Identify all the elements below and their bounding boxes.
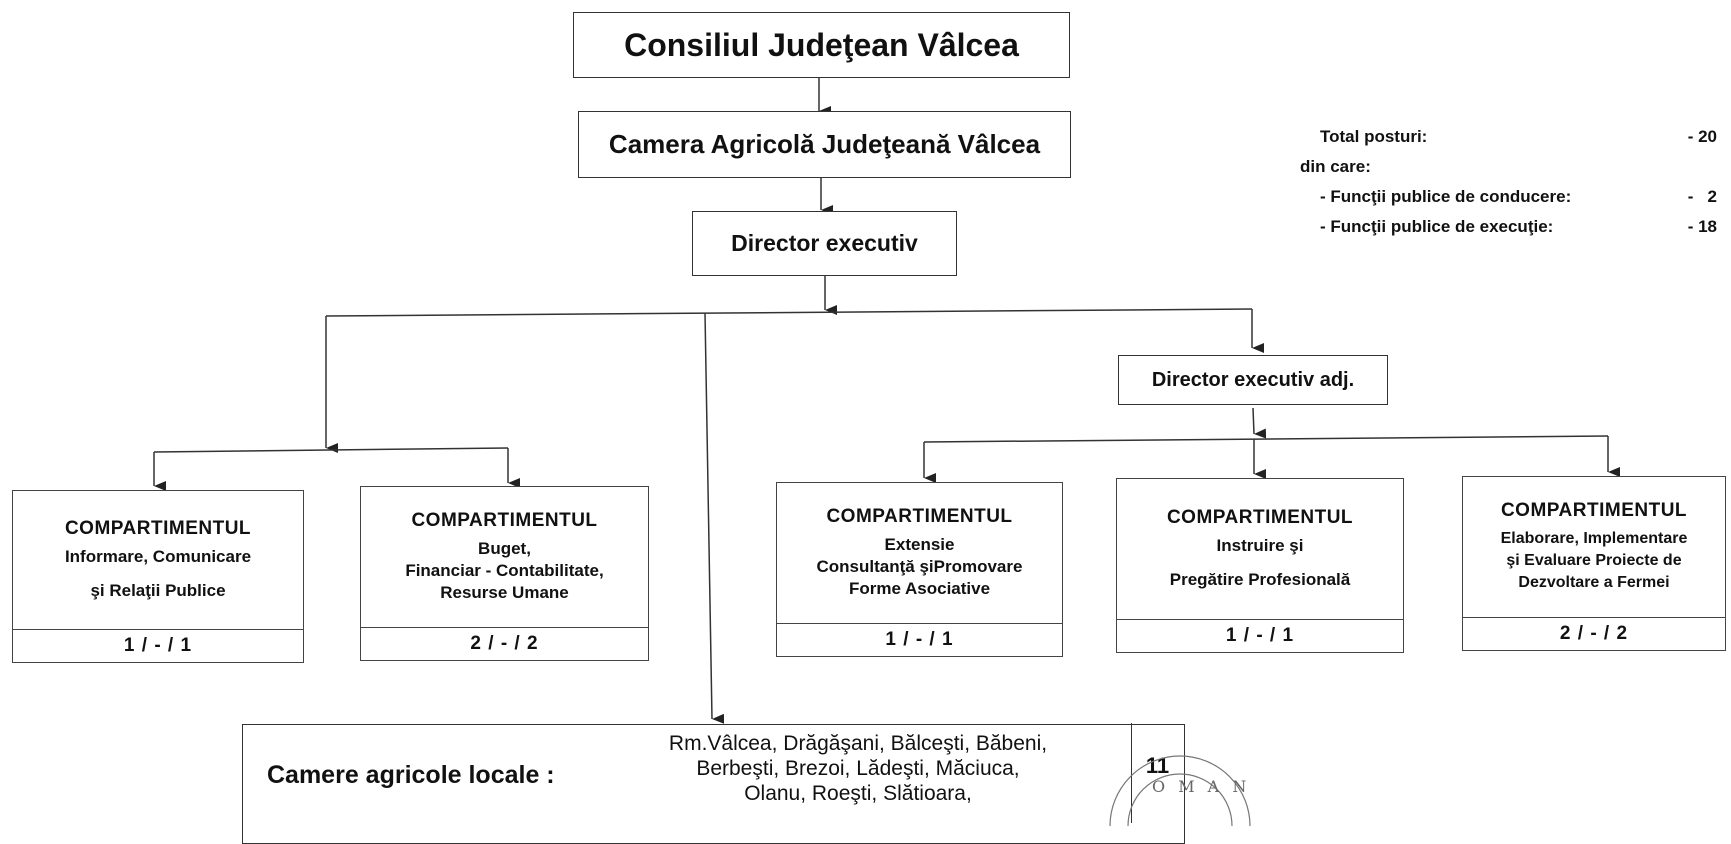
department-line: Informare, Comunicare	[64, 547, 252, 566]
department-line: Elaborare, Implementare	[1500, 530, 1688, 547]
department-heading: COMPARTIMENTUL	[411, 510, 598, 531]
connector-lines	[153, 78, 1620, 724]
local-chambers-label: Camere agricole locale :	[267, 761, 555, 789]
chamber-box: Camera Agricolă Judeţeană Vâlcea	[578, 111, 1071, 178]
department-training: COMPARTIMENTUL Instruire şi Pregătire Pr…	[1116, 478, 1404, 653]
department-count: 2 / - / 2	[1463, 617, 1725, 650]
execution-label: - Funcţii publice de execuţie:	[1320, 217, 1554, 236]
department-extension: COMPARTIMENTUL Extensie Consultanţă şiPr…	[776, 482, 1063, 657]
department-heading: COMPARTIMENTUL	[64, 518, 252, 539]
department-heading: COMPARTIMENTUL	[826, 506, 1013, 527]
department-line: Consultanţă şiPromovare	[816, 557, 1023, 576]
department-communication: COMPARTIMENTUL Informare, Comunicare şi …	[12, 490, 304, 663]
department-line: şi Evaluare Proiecte de	[1506, 552, 1682, 569]
local-chambers-count: 11	[1131, 723, 1183, 823]
execution-value: - 18	[1687, 217, 1717, 236]
towns-line: Rm.Vâlcea, Drăgăşani, Bălceşti, Băbeni,	[668, 732, 1048, 755]
department-line: Forme Asociative	[848, 579, 991, 598]
chamber-title: Camera Agricolă Judeţeană Vâlcea	[608, 129, 1041, 159]
total-value: - 20	[1687, 127, 1717, 146]
director-title: Director executiv	[731, 230, 918, 256]
deputy-director-box: Director executiv adj.	[1118, 355, 1388, 405]
department-count: 1 / - / 1	[1117, 619, 1403, 652]
svg-text:O M A N I: O M A N I	[1152, 777, 1260, 796]
local-chambers-box: Camere agricole locale : Rm.Vâlcea, Drăg…	[242, 723, 1185, 844]
council-box: Consiliul Judeţean Vâlcea	[573, 12, 1070, 78]
department-line: Instruire şi	[1216, 536, 1304, 555]
staff-totals: Total posturi: - 20 din care: - Funcţii …	[1300, 122, 1725, 242]
department-count: 1 / - / 1	[13, 629, 303, 662]
management-label: - Funcţii publice de conducere:	[1320, 187, 1572, 206]
department-line: Pregătire Profesională	[1169, 570, 1351, 589]
department-line: Financiar - Contabilitate,	[405, 561, 604, 580]
department-line: Dezvoltare a Fermei	[1518, 574, 1670, 591]
towns-line: Berbeşti, Brezoi, Lădeşti, Măciuca,	[696, 757, 1020, 780]
department-heading: COMPARTIMENTUL	[1166, 507, 1354, 528]
department-heading: COMPARTIMENTUL	[1500, 500, 1688, 521]
department-line: şi Relaţii Publice	[90, 581, 226, 600]
local-chambers-towns: Rm.Vâlcea, Drăgăşani, Bălceşti, Băbeni, …	[613, 731, 1103, 806]
department-budget: COMPARTIMENTUL Buget, Financiar - Contab…	[360, 486, 649, 661]
of-which-label: din care:	[1300, 157, 1371, 176]
total-label: Total posturi:	[1320, 127, 1428, 146]
department-count: 1 / - / 1	[777, 623, 1062, 656]
department-projects: COMPARTIMENTUL Elaborare, Implementare ş…	[1462, 476, 1726, 651]
department-line: Resurse Umane	[440, 583, 569, 602]
department-line: Extensie	[884, 535, 955, 554]
director-box: Director executiv	[692, 211, 957, 276]
deputy-director-title: Director executiv adj.	[1151, 368, 1355, 391]
council-title: Consiliul Judeţean Vâlcea	[624, 26, 1019, 63]
management-value: - 2	[1687, 187, 1717, 206]
towns-line: Olanu, Roeşti, Slătioara,	[744, 782, 972, 805]
department-count: 2 / - / 2	[361, 627, 648, 660]
official-stamp: O M A N I	[1109, 755, 1260, 826]
department-line: Buget,	[478, 539, 531, 558]
